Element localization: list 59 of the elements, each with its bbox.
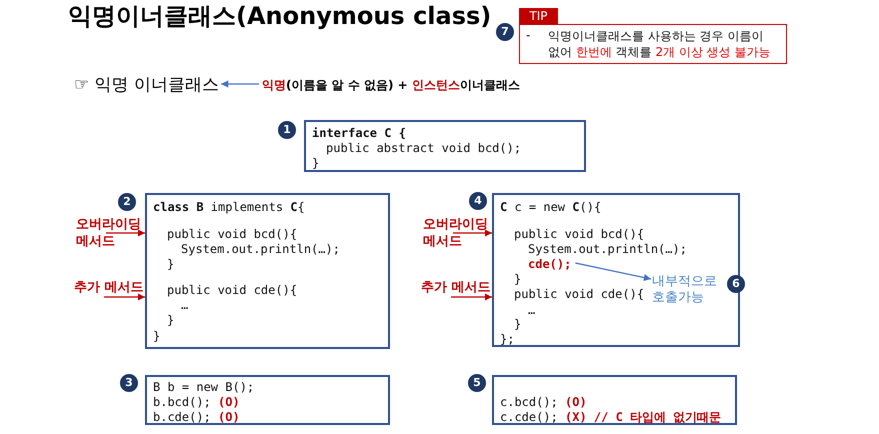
tip-tag: TIP xyxy=(519,8,558,24)
callout-number: 4 xyxy=(469,192,487,210)
code-line: public abstract void bcd(); xyxy=(326,141,522,155)
callout-number: 1 xyxy=(278,121,296,139)
arrow xyxy=(451,293,492,301)
code-line: } xyxy=(514,317,522,331)
callout-number: 3 xyxy=(120,374,138,392)
callout-number: 5 xyxy=(468,374,486,392)
code-box xyxy=(492,375,737,425)
callout-number: 6 xyxy=(727,275,745,293)
heading-text: ☞ 익명 이너클래스 xyxy=(74,73,220,96)
code-line: cde(); xyxy=(528,257,572,271)
title: 익명이너클래스(Anonymous class) xyxy=(68,1,492,32)
code-line: class B implements C{ xyxy=(153,200,305,214)
code-box xyxy=(492,193,740,347)
arrow xyxy=(104,293,145,301)
tip-box xyxy=(519,8,787,64)
arrow xyxy=(106,229,145,237)
callout-number: 7 xyxy=(496,23,514,41)
annotation-text: 추가 메서드 xyxy=(421,279,491,296)
code-line: } xyxy=(312,156,320,170)
annotation-text: 내부적으로 호출가능 xyxy=(652,274,722,306)
code-line: interface C { xyxy=(312,126,406,140)
code-line: } xyxy=(167,257,174,271)
code-box xyxy=(145,193,390,349)
bullet: - xyxy=(526,28,530,42)
code-line: C c = new C(){ xyxy=(500,200,602,214)
code-line: … xyxy=(528,303,536,317)
annotation-text: 추가 메서드 xyxy=(74,279,144,296)
code-line: c.cde(); xyxy=(500,410,558,424)
code-line: (O) xyxy=(218,410,240,424)
code-line: System.out.println(…); xyxy=(181,242,340,256)
tip-text: 익명이너클래스를 사용하는 경우 이름이 없어 한번에 객체를 2개 이상 생성 불가능 xyxy=(548,28,772,60)
code-line: b.bcd(); xyxy=(153,395,211,409)
code-line: System.out.println(…); xyxy=(528,242,687,256)
code-line: } xyxy=(153,329,160,343)
callout-number: 2 xyxy=(118,193,136,211)
code-box xyxy=(145,375,390,425)
code-line: public void cde(){ xyxy=(167,283,298,297)
code-line: public void bcd(){ xyxy=(514,227,644,241)
code-line: b.cde(); xyxy=(153,410,211,424)
definition-text: 익명(이름을 알 수 없음) + 인스턴스이너클래스 xyxy=(262,77,520,94)
code-line: }; xyxy=(500,332,514,346)
code-line: c.bcd(); xyxy=(500,395,558,409)
code-line: public void cde(){ xyxy=(514,287,644,301)
arrow xyxy=(453,229,492,237)
code-box xyxy=(304,120,586,172)
code-line: (X) // C 타입에 없기때문 xyxy=(565,410,722,424)
annotation-text: 오버라이딩 메서드 xyxy=(76,216,140,250)
code-line: public void bcd(){ xyxy=(167,227,298,241)
code-line: } xyxy=(514,272,522,286)
code-line: … xyxy=(181,298,188,312)
annotation-text: 오버라이딩 메서드 xyxy=(423,216,487,250)
code-line: (O) xyxy=(565,395,587,409)
arrow xyxy=(575,262,652,282)
code-line: B b = new B(); xyxy=(153,380,254,394)
code-line: (O) xyxy=(218,395,240,409)
code-line: } xyxy=(167,313,174,327)
arrow xyxy=(221,80,259,88)
